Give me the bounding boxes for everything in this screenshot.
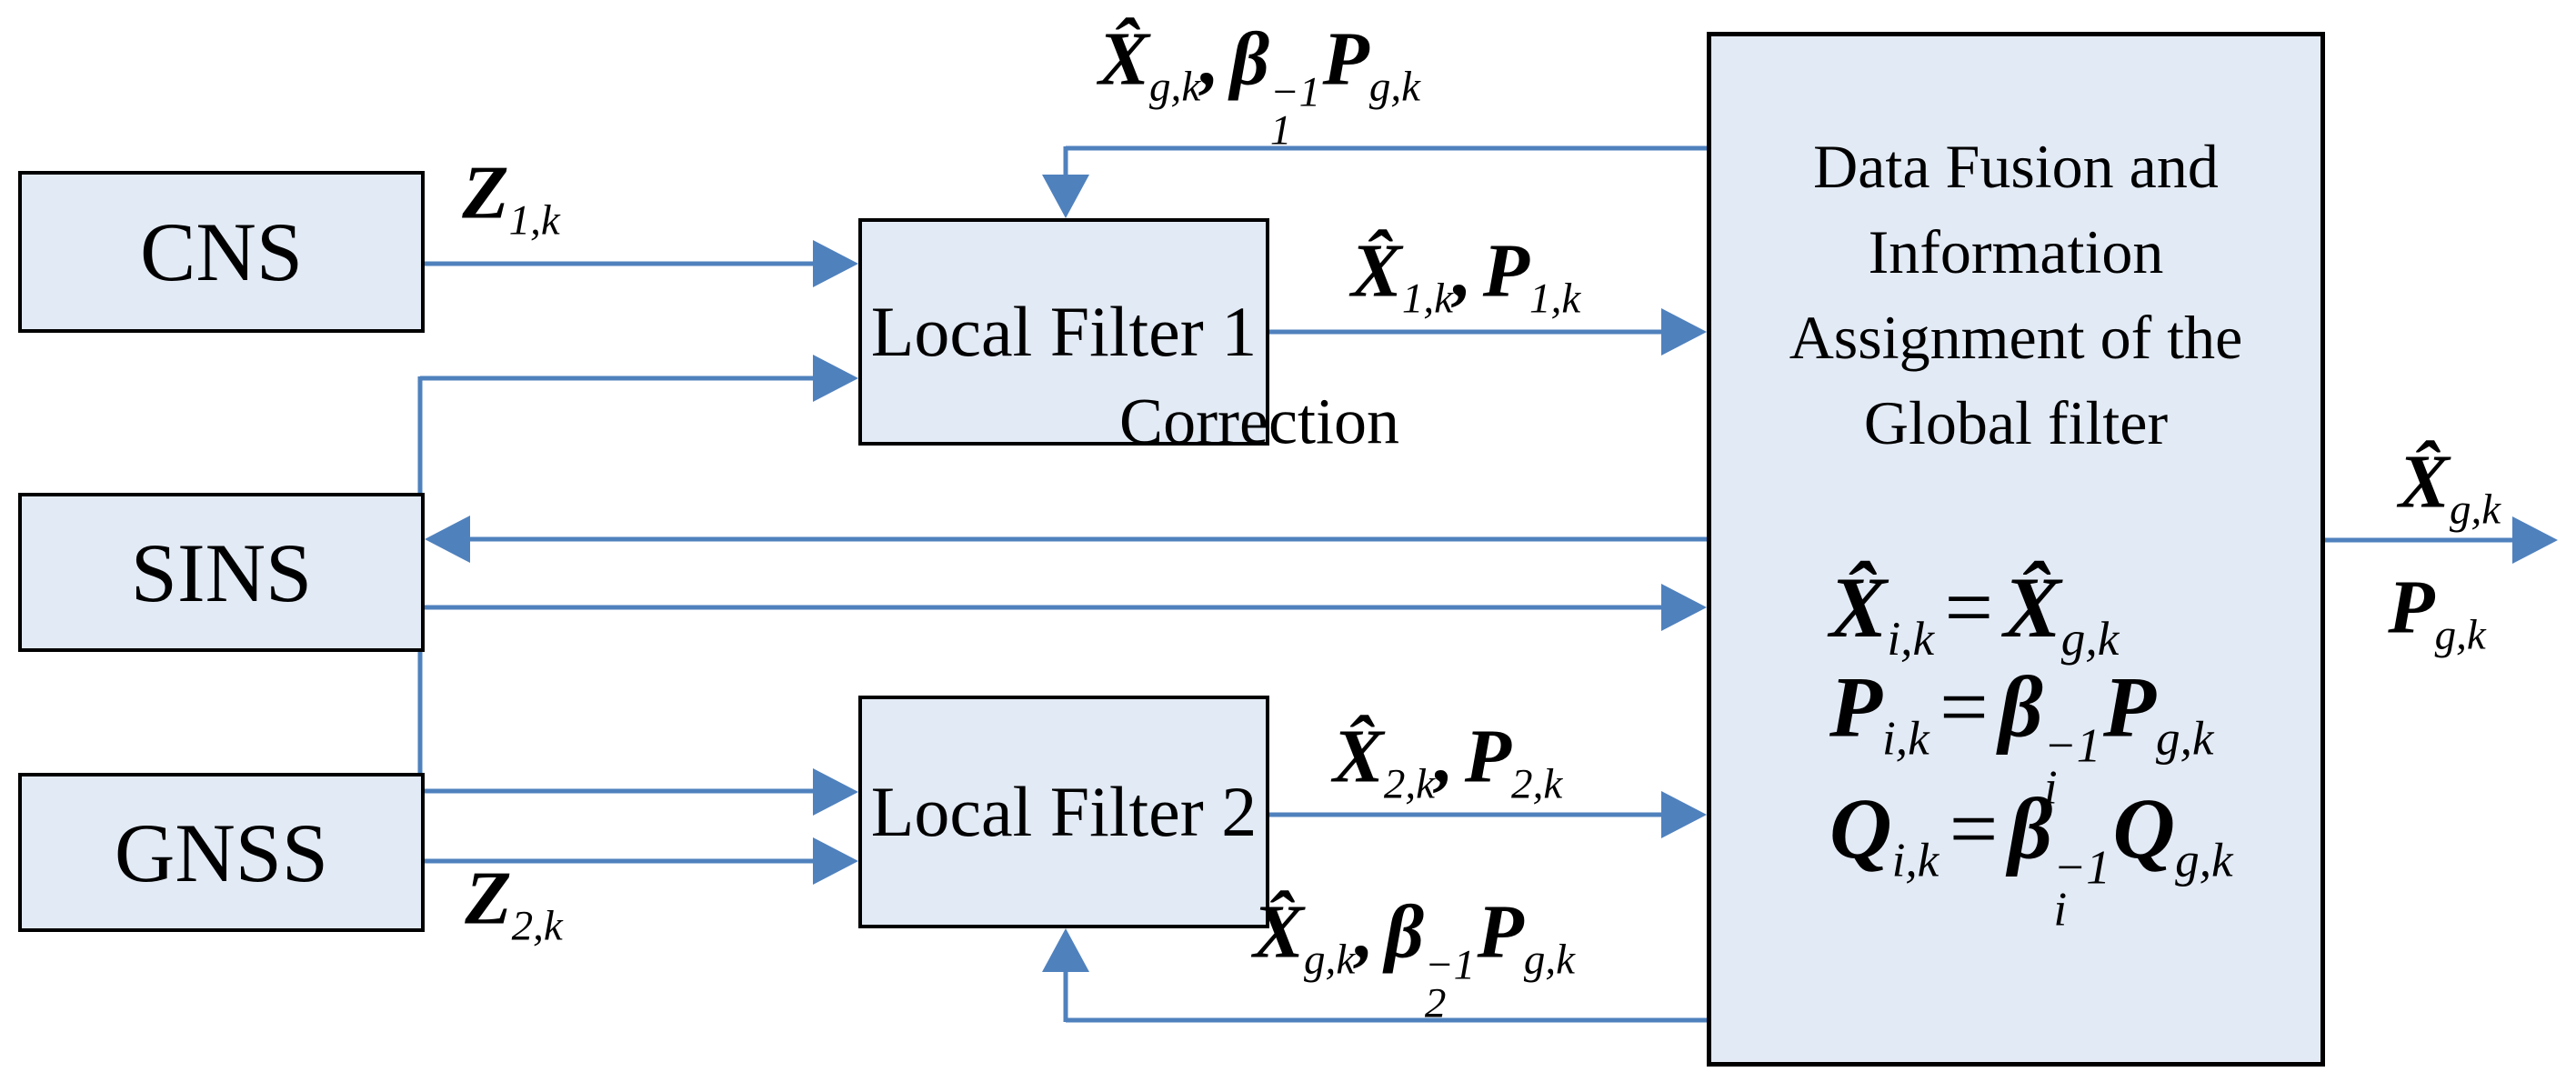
eq-lhs: X̂	[1829, 559, 1888, 656]
xg-sub: g,k	[1149, 63, 1201, 111]
sins-to-filter1-arrowhead-icon	[813, 355, 858, 402]
separator: ,	[1200, 16, 1220, 102]
sins-label: SINS	[130, 526, 313, 619]
filter1-to-fusion-arrowhead-icon	[1661, 308, 1707, 356]
correction-label: Correction	[1119, 385, 1399, 458]
output-x-label: X̂g,k	[2398, 438, 2501, 531]
beta-sup: −1	[1269, 69, 1321, 116]
gnss-label: GNSS	[114, 806, 329, 899]
eq-rhs-sub: g,k	[2175, 833, 2233, 887]
eq-beta: β	[2008, 780, 2053, 877]
z1-main: Z	[462, 150, 509, 235]
sins-to-filter2-arrowhead-icon	[813, 768, 858, 816]
cns-to-filter1-arrowhead-icon	[813, 240, 858, 287]
eq-rhs: Q	[2112, 780, 2176, 877]
beta-sub: 2	[1424, 979, 1447, 1027]
feedback1-arrowhead-icon	[1042, 175, 1089, 218]
pg-main: P	[1322, 16, 1369, 102]
beta-sub: 1	[1269, 106, 1292, 155]
eq-rhs: P	[2102, 658, 2156, 756]
eq-rhs-sub: g,k	[2060, 612, 2120, 666]
xg-main: X̂	[1098, 16, 1150, 102]
filter2-output-label: X̂2,k,P2,k	[1332, 713, 1562, 806]
output-p-main: P	[2388, 565, 2435, 650]
local-filter1-label: Local Filter 1	[870, 292, 1258, 371]
eq-rhs-sub: g,k	[2156, 711, 2214, 766]
global-output-arrowhead-icon	[2512, 516, 2558, 564]
output-p-label: Pg,k	[2388, 564, 2485, 656]
cns-box: CNS	[18, 171, 425, 333]
cns-label: CNS	[140, 205, 303, 298]
fusion-title: Data Fusion and Information Assignment o…	[1711, 124, 2320, 466]
z2-label: Z2,k	[465, 855, 562, 947]
eq-lhs-sub: i,k	[1882, 711, 1929, 766]
output-x-sub: g,k	[2449, 486, 2501, 534]
output-x-main: X̂	[2398, 439, 2450, 525]
z1-label: Z1,k	[462, 149, 559, 242]
p2-sub: 2,k	[1511, 760, 1563, 808]
separator: ,	[1452, 228, 1472, 314]
p1-main: P	[1482, 228, 1530, 314]
correction-arrowhead-icon	[425, 516, 470, 563]
pg-sub: g,k	[1523, 936, 1575, 984]
xg-main: X̂	[1253, 889, 1305, 975]
x2-main: X̂	[1332, 714, 1384, 799]
fusion-title-line: Global filter	[1863, 388, 2169, 457]
x1-main: X̂	[1350, 228, 1402, 314]
local-filter2-label: Local Filter 2	[870, 772, 1258, 851]
beta-sup: −1	[1424, 942, 1476, 989]
x1-sub: 1,k	[1401, 275, 1453, 323]
sins-box: SINS	[18, 493, 425, 652]
gnss-box: GNSS	[18, 773, 425, 932]
feedback2-arrowhead-icon	[1042, 928, 1089, 972]
xg-sub: g,k	[1304, 936, 1356, 984]
eq-lhs-sub: i,k	[1891, 833, 1940, 887]
output-p-sub: g,k	[2434, 611, 2486, 659]
local-filter1-box: Local Filter 1	[858, 218, 1269, 446]
fusion-box: Data Fusion and Information Assignment o…	[1707, 32, 2325, 1067]
eq-op: =	[1949, 780, 1999, 877]
sins-to-fusion-arrowhead-icon	[1661, 584, 1707, 631]
equation-state: X̂i,k=X̂g,k	[1829, 557, 2119, 663]
eq-beta-sup: −1	[2043, 718, 2101, 773]
beta-main: β	[1229, 16, 1269, 102]
z2-main: Z	[465, 856, 512, 941]
fusion-title-line: Data Fusion and	[1813, 132, 2219, 201]
filter1-output-label: X̂1,k,P1,k	[1350, 227, 1580, 320]
pg-sub: g,k	[1368, 63, 1420, 111]
eq-lhs: Q	[1829, 780, 1892, 877]
fusion-title-line: Information	[1868, 217, 2164, 286]
separator: ,	[1434, 714, 1454, 799]
filter2-to-fusion-arrowhead-icon	[1661, 791, 1707, 838]
p1-sub: 1,k	[1529, 275, 1581, 323]
p2-main: P	[1464, 714, 1512, 799]
pg-main: P	[1477, 889, 1524, 975]
beta-main: β	[1384, 889, 1424, 975]
x2-sub: 2,k	[1383, 760, 1435, 808]
z1-sub: 1,k	[508, 196, 560, 245]
z2-sub: 2,k	[511, 902, 563, 950]
gnss-to-filter2-arrowhead-icon	[813, 837, 858, 885]
eq-op: =	[1940, 658, 1989, 756]
eq-op: =	[1944, 559, 1994, 656]
local-filter2-box: Local Filter 2	[858, 696, 1269, 928]
eq-beta-sub: i	[2053, 883, 2068, 937]
fusion-title-line: Assignment of the	[1789, 303, 2243, 372]
eq-lhs-sub: i,k	[1887, 612, 1935, 666]
eq-beta-sub: i	[2043, 761, 2058, 816]
eq-beta-sup: −1	[2053, 840, 2110, 895]
eq-lhs: P	[1829, 658, 1883, 756]
separator: ,	[1355, 889, 1375, 975]
eq-beta: β	[1999, 658, 2043, 756]
eq-rhs: X̂	[2003, 559, 2061, 656]
